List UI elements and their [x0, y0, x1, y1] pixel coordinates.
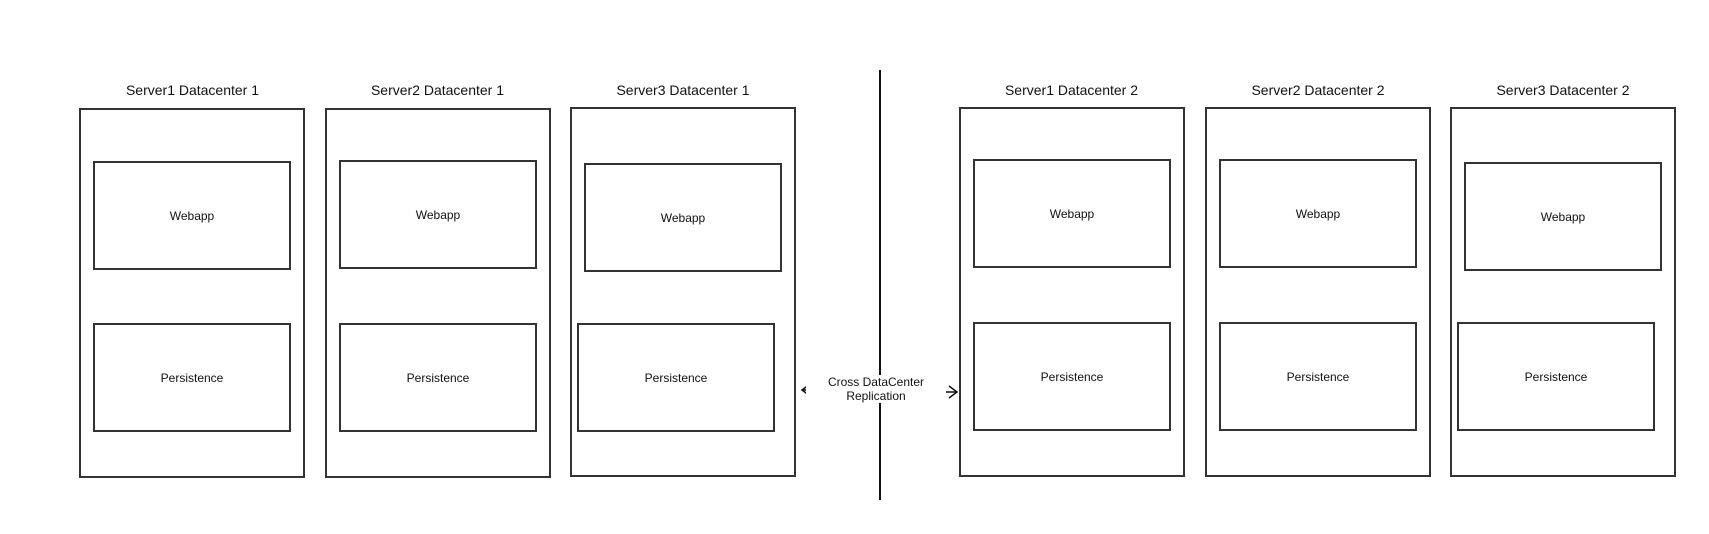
- arrowhead-right: [948, 385, 959, 399]
- server-title: Server1 Datacenter 2: [1004, 82, 1139, 98]
- webapp-box: Webapp: [584, 163, 782, 272]
- webapp-label: Webapp: [1049, 206, 1095, 221]
- replication-label-line1: Cross DataCenter: [827, 375, 925, 389]
- server-title: Server1 Datacenter 1: [125, 82, 260, 98]
- server-title: Server2 Datacenter 1: [370, 82, 505, 98]
- webapp-label: Webapp: [660, 210, 706, 225]
- persistence-label: Persistence: [1040, 369, 1104, 384]
- persistence-box: Persistence: [973, 322, 1171, 431]
- webapp-box: Webapp: [1219, 159, 1417, 268]
- persistence-box: Persistence: [93, 323, 291, 432]
- persistence-label: Persistence: [406, 370, 470, 385]
- webapp-label: Webapp: [1540, 209, 1586, 224]
- persistence-label: Persistence: [160, 370, 224, 385]
- server-title: Server3 Datacenter 2: [1496, 82, 1630, 98]
- persistence-label: Persistence: [644, 370, 708, 385]
- persistence-box: Persistence: [1219, 322, 1417, 431]
- persistence-box: Persistence: [339, 323, 537, 432]
- persistence-box: Persistence: [577, 323, 775, 432]
- persistence-box: Persistence: [1457, 322, 1655, 431]
- datacenter-divider: [879, 70, 881, 500]
- webapp-label: Webapp: [415, 207, 461, 222]
- server-title: Server3 Datacenter 1: [616, 82, 750, 98]
- server-title: Server2 Datacenter 2: [1251, 82, 1385, 98]
- persistence-label: Persistence: [1286, 369, 1350, 384]
- replication-label: Cross DataCenter Replication: [806, 375, 946, 403]
- webapp-label: Webapp: [1295, 206, 1341, 221]
- persistence-label: Persistence: [1524, 369, 1588, 384]
- webapp-box: Webapp: [973, 159, 1171, 268]
- webapp-label: Webapp: [169, 208, 215, 223]
- webapp-box: Webapp: [339, 160, 537, 269]
- webapp-box: Webapp: [93, 161, 291, 270]
- replication-label-line2: Replication: [846, 389, 906, 403]
- webapp-box: Webapp: [1464, 162, 1662, 271]
